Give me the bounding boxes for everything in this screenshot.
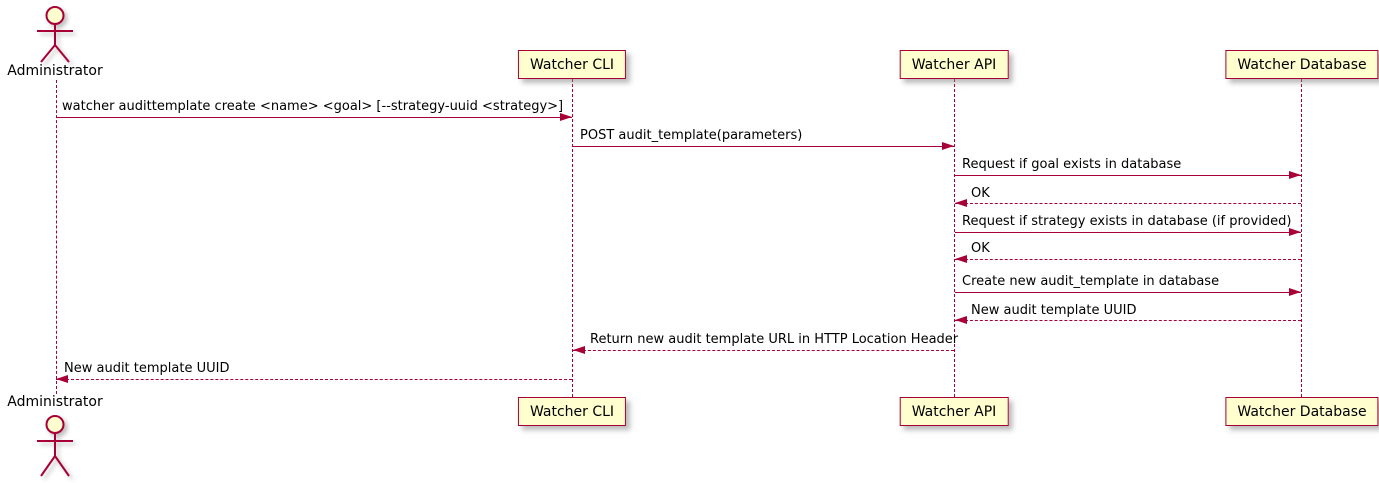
arrow-head-icon	[1289, 287, 1301, 296]
message-label: Create new audit_template in database	[962, 274, 1220, 289]
message-label: POST audit_template(parameters)	[580, 128, 803, 143]
message-label: OK	[971, 241, 990, 256]
participant-watcher-cli-bottom: Watcher CLI	[517, 397, 627, 426]
lifeline-administrator	[55, 80, 57, 394]
arrow-head-icon	[1289, 227, 1301, 236]
participant-watcher-api-top: Watcher API	[899, 50, 1009, 79]
message-label: New audit template UUID	[971, 303, 1137, 318]
arrow-head-icon	[1289, 170, 1301, 179]
actor-icon	[37, 415, 73, 477]
arrow-head-icon	[955, 198, 967, 207]
message-line	[56, 379, 572, 380]
message-label: Request if goal exists in database	[962, 157, 1182, 172]
arrow-head-icon	[955, 254, 967, 263]
lifeline-watcher-cli	[572, 79, 573, 397]
message-label: Return new audit template URL in HTTP Lo…	[590, 332, 959, 347]
message-line	[955, 259, 1301, 260]
arrow-head-icon	[560, 112, 572, 121]
message-label: watcher audittemplate create <name> <goa…	[62, 99, 564, 114]
actor-label-top: Administrator	[7, 63, 103, 79]
participant-watcher-cli-top: Watcher CLI	[517, 50, 627, 79]
actor-icon	[37, 6, 73, 63]
message-line	[955, 320, 1301, 321]
message-label: OK	[971, 186, 990, 201]
message-line	[955, 203, 1301, 204]
participant-watcher-database-bottom: Watcher Database	[1225, 397, 1379, 426]
message-line	[56, 117, 572, 118]
actor-label-bottom: Administrator	[7, 394, 103, 410]
lifeline-watcher-database	[1301, 79, 1302, 397]
participant-watcher-api-bottom: Watcher API	[899, 397, 1009, 426]
message-label: Request if strategy exists in database (…	[962, 214, 1292, 229]
message-line	[955, 232, 1301, 233]
message-line	[573, 146, 954, 147]
arrow-head-icon	[955, 315, 967, 324]
lifeline-watcher-api	[954, 79, 955, 397]
arrow-head-icon	[56, 374, 68, 383]
message-line	[955, 292, 1301, 293]
arrow-head-icon	[942, 141, 954, 150]
arrow-head-icon	[573, 345, 585, 354]
message-line	[955, 175, 1301, 176]
participant-watcher-database-top: Watcher Database	[1225, 50, 1379, 79]
message-label: New audit template UUID	[64, 361, 230, 376]
message-line	[573, 350, 954, 351]
